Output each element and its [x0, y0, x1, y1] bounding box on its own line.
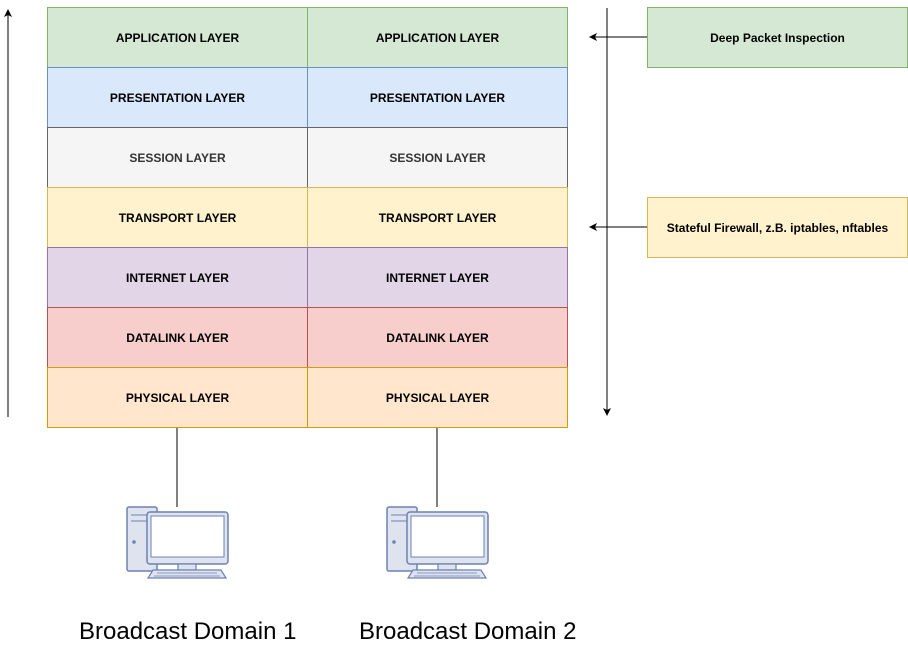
layer-application-host1: APPLICATION LAYER [47, 7, 308, 68]
layer-internet-host2: INTERNET LAYER [307, 247, 568, 308]
layer-datalink-host1: DATALINK LAYER [47, 307, 308, 368]
layer-internet-host1: INTERNET LAYER [47, 247, 308, 308]
layer-transport-host1: TRANSPORT LAYER [47, 187, 308, 248]
stateful-firewall-box: Stateful Firewall, z.B. iptables, nftabl… [647, 197, 908, 258]
layer-presentation-host2: PRESENTATION LAYER [307, 67, 568, 128]
layer-presentation-host1: PRESENTATION LAYER [47, 67, 308, 128]
desktop-computer-icon [386, 506, 489, 579]
layer-application-host2: APPLICATION LAYER [307, 7, 568, 68]
layer-session-host2: SESSION LAYER [307, 127, 568, 188]
layer-transport-host2: TRANSPORT LAYER [307, 187, 568, 248]
desktop-computer-icon [126, 506, 229, 579]
broadcast-domain-2-label: Broadcast Domain 2 [359, 618, 577, 645]
layer-physical-host1: PHYSICAL LAYER [47, 367, 308, 428]
layer-session-host1: SESSION LAYER [47, 127, 308, 188]
layer-physical-host2: PHYSICAL LAYER [307, 367, 568, 428]
deep-packet-inspection-box: Deep Packet Inspection [647, 7, 908, 68]
broadcast-domain-1-label: Broadcast Domain 1 [79, 618, 297, 645]
layer-datalink-host2: DATALINK LAYER [307, 307, 568, 368]
